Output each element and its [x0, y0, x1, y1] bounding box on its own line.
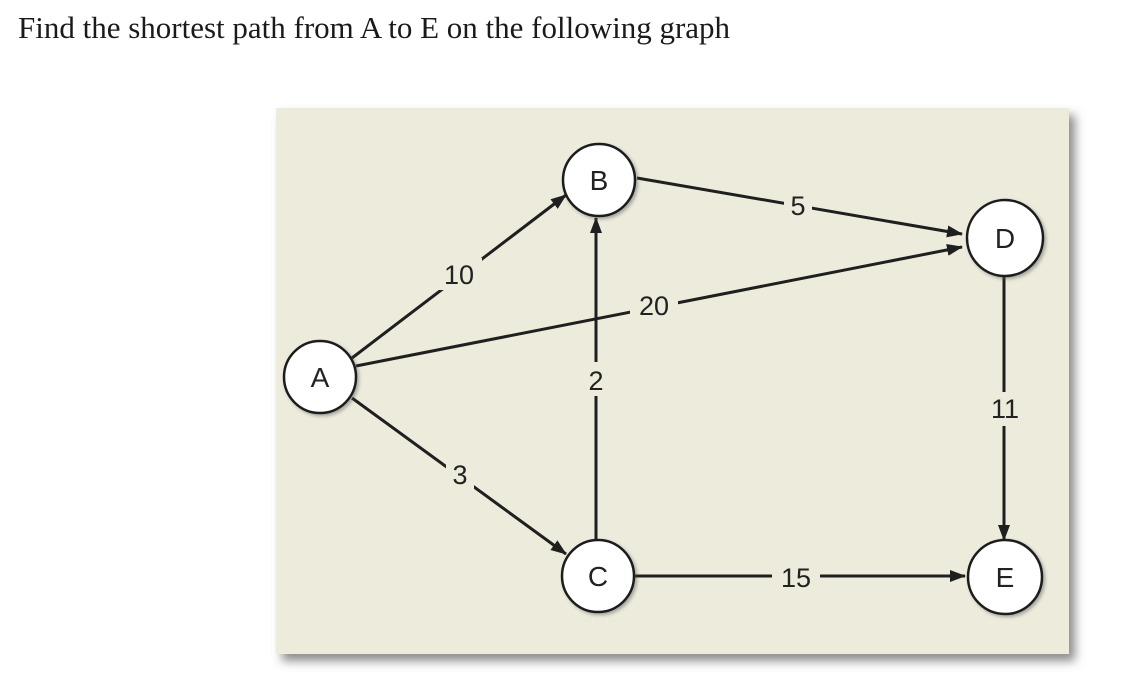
label-bg-c-e: [772, 561, 820, 593]
edge-weight-d-e: 11: [991, 394, 1019, 424]
node-c: C: [560, 538, 636, 614]
label-bg-a-d: [630, 289, 678, 321]
node-b-label: B: [590, 165, 609, 196]
node-d-label: D: [995, 223, 1015, 254]
edge-weight-a-c: 3: [452, 460, 467, 490]
node-e: E: [966, 538, 1044, 616]
label-bg-c-b: [580, 362, 612, 396]
node-b: B: [561, 142, 637, 218]
edge-labels: 10 3 20 5 2 15 11: [436, 190, 1024, 593]
edge-weight-b-d: 5: [790, 191, 805, 221]
label-bg-b-d: [784, 190, 812, 220]
node-d: D: [965, 198, 1045, 278]
question-text: Find the shortest path from A to E on th…: [18, 10, 731, 45]
node-a: A: [282, 339, 358, 415]
node-e-label: E: [996, 562, 1015, 593]
edge-weight-c-e: 15: [781, 563, 811, 593]
label-bg-a-c: [446, 458, 474, 490]
edge-weight-a-b: 10: [444, 260, 474, 290]
node-c-label: C: [588, 561, 608, 592]
edge-weight-c-b: 2: [588, 366, 603, 396]
label-bg-a-b: [436, 258, 482, 290]
graph-panel: [276, 108, 1069, 654]
nodes-layer: A B C D E: [282, 142, 1045, 616]
edge-weight-a-d: 20: [639, 291, 669, 321]
node-a-label: A: [311, 362, 330, 393]
label-bg-d-e: [986, 392, 1024, 426]
